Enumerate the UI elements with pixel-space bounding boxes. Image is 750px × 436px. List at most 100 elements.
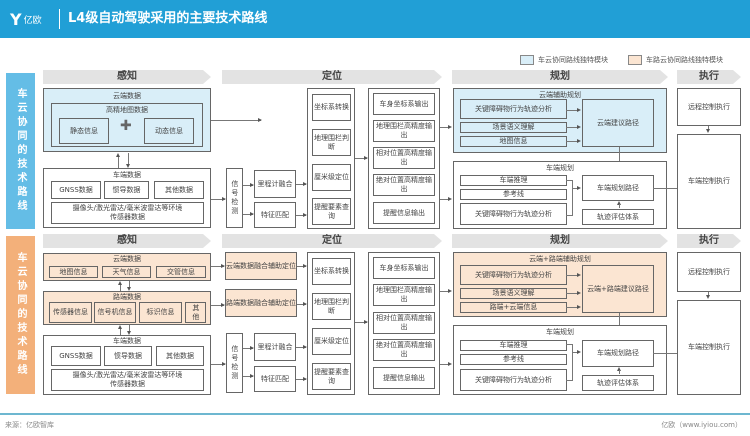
output-relative-position: 相对位置高精度输出 (373, 147, 435, 169)
cloud-map-info: 地图信息 (460, 136, 567, 147)
output-body-frame: 车身坐标系输出 (373, 257, 435, 279)
legend-item-cloud: 车云协同路线独特模块 (520, 55, 608, 65)
dynamic-info: 动态信息 (144, 118, 194, 144)
localization-outputs-group: 车身坐标系输出 地理围栏高精度输出 相对位置高精度输出 绝对位置高精度输出 提醒… (368, 88, 440, 229)
sensor-data: 摄像头/激光雷达/毫米波雷达等环境传感器数据 (51, 202, 204, 224)
cloud-scene-semantics: 场景语义理解 (460, 122, 567, 133)
stage-localization: 定位 (222, 70, 442, 84)
op-cm-positioning: 厘米级定位 (312, 164, 351, 191)
road-data-box: 路端数据 传感器信息 信号机信息 标识信息 其他 (43, 291, 211, 325)
cloud-road-suggested-path: 云端+路端建议路径 (582, 265, 654, 313)
logo: Y 亿欧 (10, 9, 54, 29)
stage-planning: 规划 (452, 234, 668, 248)
header-divider (59, 9, 60, 29)
logo-y-icon: Y (10, 9, 22, 29)
sidebar-top: 车云协同的技术路线 (6, 73, 35, 229)
legend-label: 车云协同路线独特模块 (538, 56, 608, 64)
legend-swatch-cloud (520, 55, 534, 65)
remote-control: 远程控制执行 (677, 252, 741, 292)
reference-line: 参考线 (460, 189, 567, 200)
vehicle-control: 车端控制执行 (677, 300, 741, 395)
vehicle-obstacle-analysis: 关键障碍物行为轨迹分析 (460, 369, 567, 391)
remote-control: 远程控制执行 (677, 88, 741, 126)
localization-ops-group: 坐标系转换 地理围栏判断 厘米级定位 提醒要素查询 (307, 88, 355, 229)
header-bar (0, 0, 750, 38)
cloud-suggested-path: 云端建议路径 (582, 99, 654, 147)
cloud-data-title: 云端数据 (113, 92, 141, 100)
op-cm-positioning: 厘米级定位 (312, 328, 351, 355)
output-body-frame: 车身坐标系输出 (373, 93, 435, 115)
vehicle-data-title: 车端数据 (113, 171, 141, 179)
other-info: 其他 (185, 302, 206, 323)
footer-divider (0, 413, 750, 415)
vehicle-planned-path: 车端规划路径 (582, 340, 654, 367)
cloud-data-title: 云端数据 (113, 255, 141, 263)
output-reminder: 提醒信息输出 (373, 202, 435, 224)
stage-execution: 执行 (677, 234, 741, 248)
page-title: L4级自动驾驶采用的主要技术路线 (68, 11, 268, 26)
op-coordinate-transform: 坐标系转换 (312, 94, 351, 121)
vehicle-inference: 车端推理 (460, 175, 567, 186)
cloud-road-planning-box: 云端+路端辅助规划 关键障碍物行为轨迹分析 场景语义理解 路端+云端信息 云端+… (453, 252, 667, 317)
legend-label: 车路云协同路线独特模块 (646, 56, 723, 64)
op-geofence: 地理围栏判断 (312, 129, 351, 156)
traffic-info: 交管信息 (156, 266, 206, 278)
feature-matching: 特征匹配 (254, 202, 296, 228)
hdmap-box: 高精地图数据 静态信息 ✚ 动态信息 (51, 103, 203, 147)
vehicle-data-box: 车端数据 GNSS数据 惯导数据 其他数据 摄像头/激光雷达/毫米波雷达等环境传… (43, 335, 211, 395)
weather-info: 天气信息 (102, 266, 151, 278)
road-fusion-positioning: 路端数据融合辅助定位 (225, 289, 297, 317)
trajectory-evaluation: 轨迹评估体系 (582, 375, 654, 391)
sensor-info: 传感器信息 (49, 302, 92, 323)
output-absolute-position: 绝对位置高精度输出 (373, 174, 435, 196)
signal-info: 信号机信息 (94, 302, 136, 323)
map-info: 地图信息 (49, 266, 98, 278)
vehicle-data-title: 车端数据 (113, 337, 141, 345)
stage-planning: 规划 (452, 70, 668, 84)
vehicle-planned-path: 车端规划路径 (582, 175, 654, 201)
sidebar-bottom: 车云协同的技术路线 (6, 236, 35, 394)
gnss-data: GNSS数据 (51, 346, 101, 366)
other-data: 其他数据 (156, 346, 204, 366)
cloud-data-box: 云端数据 高精地图数据 静态信息 ✚ 动态信息 (43, 88, 211, 152)
reference-line: 参考线 (460, 354, 567, 365)
vehicle-planning-title: 车端规划 (546, 164, 574, 172)
output-geofence: 地理围栏高精度输出 (373, 284, 435, 306)
sign-info: 标识信息 (139, 302, 182, 323)
road-cloud-info: 路端+云端信息 (460, 302, 567, 313)
output-absolute-position: 绝对位置高精度输出 (373, 339, 435, 361)
op-coordinate-transform: 坐标系转换 (312, 258, 351, 285)
vehicle-control: 车端控制执行 (677, 134, 741, 229)
hdmap-title: 高精地图数据 (106, 106, 148, 114)
vehicle-inference: 车端推理 (460, 340, 567, 351)
vehicle-data-box: 车端数据 GNSS数据 惯导数据 其他数据 摄像头/激光雷达/毫米波雷达等环境传… (43, 168, 211, 228)
site-note: 亿欧（www.iyiou.com） (661, 421, 742, 429)
cloud-data-box: 云端数据 地图信息 天气信息 交管信息 (43, 253, 211, 281)
cloud-obstacle-analysis: 关键障碍物行为轨迹分析 (460, 265, 567, 285)
vehicle-obstacle-analysis: 关键障碍物行为轨迹分析 (460, 203, 567, 225)
inertial-data: 惯导数据 (104, 181, 149, 199)
road-data-title: 路端数据 (113, 293, 141, 301)
other-data: 其他数据 (154, 181, 204, 199)
sensor-data: 摄像头/激光雷达/毫米波雷达等环境传感器数据 (51, 369, 204, 391)
trajectory-evaluation: 轨迹评估体系 (582, 209, 654, 225)
inertial-data: 惯导数据 (104, 346, 152, 366)
logo-text: 亿欧 (23, 15, 42, 26)
cloud-scene-semantics: 场景语义理解 (460, 288, 567, 299)
cloud-planning-title: 云端辅助规划 (539, 91, 581, 99)
signal-detection: 信号检测 (226, 333, 243, 393)
output-reminder: 提醒信息输出 (373, 367, 435, 389)
op-reminder-query: 提醒要素查询 (312, 198, 351, 225)
static-info: 静态信息 (59, 118, 109, 144)
signal-detection: 信号检测 (226, 168, 243, 228)
cloud-fusion-positioning: 云端数据融合辅助定位 (225, 252, 297, 280)
stage-perception: 感知 (43, 234, 211, 248)
odometer-fusion: 里程计融合 (254, 170, 296, 198)
cloud-road-planning-title: 云端+路端辅助规划 (529, 255, 591, 263)
legend-swatch-road (628, 55, 642, 65)
cloud-obstacle-analysis: 关键障碍物行为轨迹分析 (460, 99, 567, 119)
odometer-fusion: 里程计融合 (254, 333, 296, 361)
stage-execution: 执行 (677, 70, 741, 84)
vehicle-planning-title: 车端规划 (546, 328, 574, 336)
stage-perception: 感知 (43, 70, 211, 84)
